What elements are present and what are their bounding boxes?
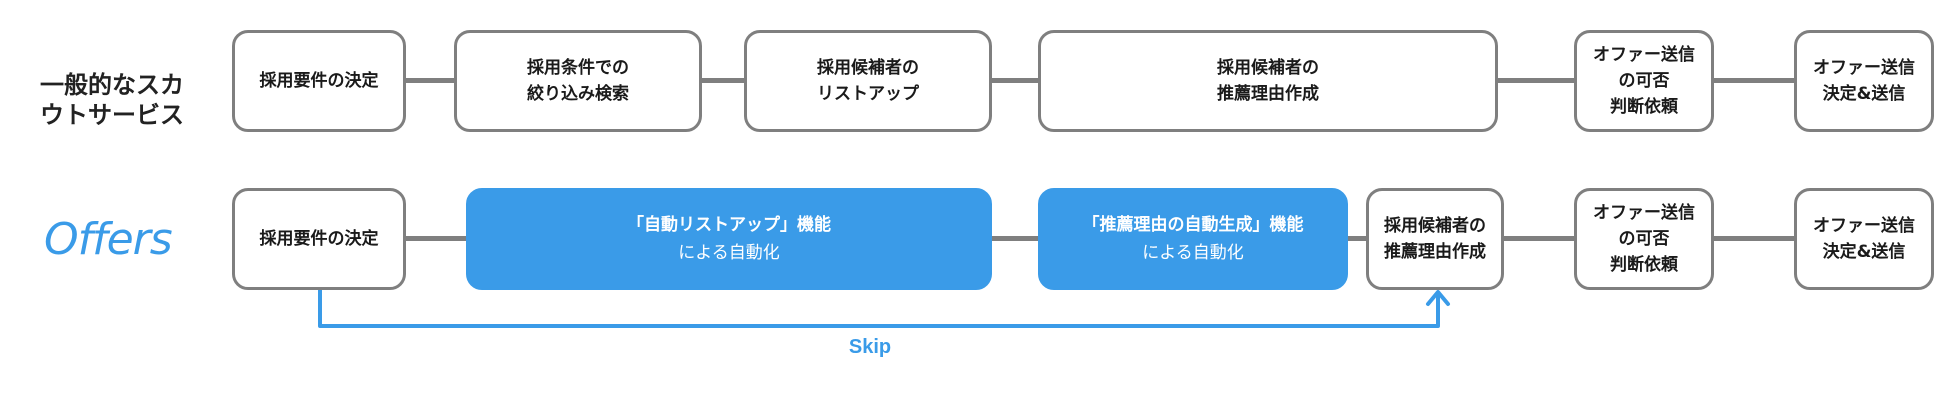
- step-candidate-list: 採用候補者の リストアップ: [744, 30, 992, 132]
- auto-list-subtitle: による自動化: [678, 243, 780, 263]
- connector-line: [1712, 236, 1796, 241]
- connector-line: [700, 78, 746, 83]
- connector-line: [1502, 236, 1576, 241]
- connector-line: [1712, 78, 1796, 83]
- step-offer-send: オファー送信 決定&送信: [1794, 30, 1934, 132]
- auto-reason-title: 「推薦理由の自動生成」機能: [1082, 215, 1304, 235]
- step-reason-create: 採用候補者の 推薦理由作成: [1038, 30, 1498, 132]
- connector-line: [1496, 78, 1576, 83]
- offers-step-offer-send: オファー送信 決定&送信: [1794, 188, 1934, 290]
- step-filter-search: 採用条件での 絞り込み検索: [454, 30, 702, 132]
- connector-line: [404, 236, 468, 241]
- auto-reason-subtitle: による自動化: [1142, 243, 1244, 263]
- step-approval-request: オファー送信 の可否 判断依頼: [1574, 30, 1714, 132]
- auto-reason-feature-box: 「推薦理由の自動生成」機能 による自動化: [1038, 188, 1348, 290]
- row-label-general: 一般的なスカ ウトサービス: [40, 71, 184, 129]
- skip-label: Skip: [848, 336, 892, 358]
- offers-step-requirements: 採用要件の決定: [232, 188, 406, 290]
- auto-list-title: 「自動リストアップ」機能: [627, 215, 831, 235]
- connector-line: [404, 78, 456, 83]
- offers-step-reason-create: 採用候補者の 推薦理由作成: [1366, 188, 1504, 290]
- step-requirements: 採用要件の決定: [232, 30, 406, 132]
- connector-line: [1346, 236, 1370, 241]
- offers-step-approval-request: オファー送信 の可否 判断依頼: [1574, 188, 1714, 290]
- connector-line: [990, 236, 1040, 241]
- connector-line: [990, 78, 1040, 83]
- offers-logo: Offers: [44, 214, 173, 265]
- auto-list-feature-box: 「自動リストアップ」機能 による自動化: [466, 188, 992, 290]
